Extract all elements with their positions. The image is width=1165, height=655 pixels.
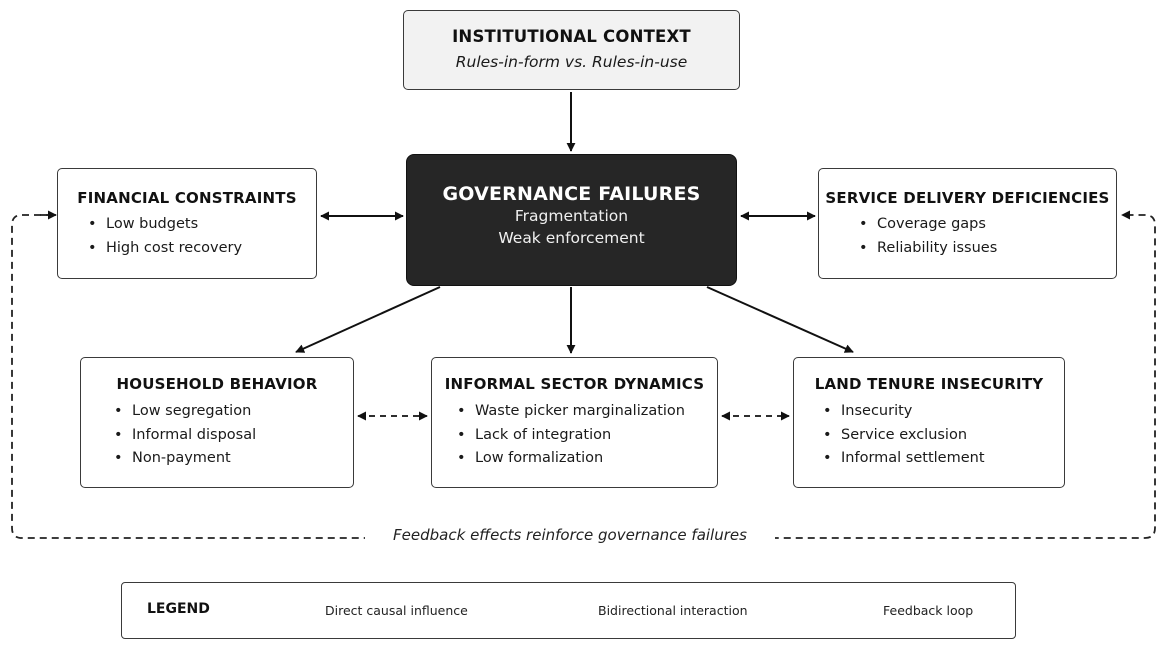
household-behavior-title: HOUSEHOLD BEHAVIOR (116, 375, 318, 393)
governance-failures-line: Weak enforcement (498, 229, 645, 247)
list-item: Reliability issues (859, 237, 1116, 261)
list-item: Service exclusion (823, 424, 1064, 448)
list-item: Non-payment (114, 447, 353, 471)
list-item: High cost recovery (88, 237, 316, 261)
legend-feedback-label: Feedback loop (883, 603, 974, 618)
institutional-context-subtitle: Rules-in-form vs. Rules-in-use (455, 53, 688, 71)
land-tenure-title: LAND TENURE INSECURITY (814, 375, 1044, 393)
informal-sector-node: INFORMAL SECTOR DYNAMICS Waste picker ma… (431, 357, 718, 488)
list-item: Insecurity (823, 400, 1064, 424)
list-item: Low segregation (114, 400, 353, 424)
governance-failures-line: Fragmentation (514, 207, 629, 225)
list-item: Lack of integration (457, 424, 717, 448)
financial-constraints-title: FINANCIAL CONSTRAINTS (77, 189, 297, 207)
land-tenure-node: LAND TENURE INSECURITY Insecurity Servic… (793, 357, 1065, 488)
legend-direct-label: Direct causal influence (325, 603, 468, 618)
list-item: Waste picker marginalization (457, 400, 717, 424)
informal-sector-title: INFORMAL SECTOR DYNAMICS (444, 375, 705, 393)
feedback-label: Feedback effects reinforce governance fa… (365, 526, 775, 544)
list-item: Low formalization (457, 447, 717, 471)
service-delivery-title: SERVICE DELIVERY DEFICIENCIES (825, 189, 1110, 207)
legend: LEGEND Direct causal influence Bidirecti… (121, 582, 1016, 639)
institutional-context-node: INSTITUTIONAL CONTEXT Rules-in-form vs. … (403, 10, 740, 90)
arrow-governance-to-household (295, 286, 441, 353)
governance-failures-title: GOVERNANCE FAILURES (442, 183, 701, 205)
financial-constraints-node: FINANCIAL CONSTRAINTS Low budgets High c… (57, 168, 317, 279)
list-item: Low budgets (88, 213, 316, 237)
arrow-governance-to-land (706, 286, 854, 353)
service-delivery-node: SERVICE DELIVERY DEFICIENCIES Coverage g… (818, 168, 1117, 279)
list-item: Informal disposal (114, 424, 353, 448)
governance-failures-node: GOVERNANCE FAILURES Fragmentation Weak e… (406, 154, 737, 286)
legend-bidirectional-label: Bidirectional interaction (598, 603, 748, 618)
list-item: Coverage gaps (859, 213, 1116, 237)
institutional-context-title: INSTITUTIONAL CONTEXT (452, 27, 691, 46)
list-item: Informal settlement (823, 447, 1064, 471)
legend-title: LEGEND (147, 601, 210, 617)
household-behavior-node: HOUSEHOLD BEHAVIOR Low segregation Infor… (80, 357, 354, 488)
